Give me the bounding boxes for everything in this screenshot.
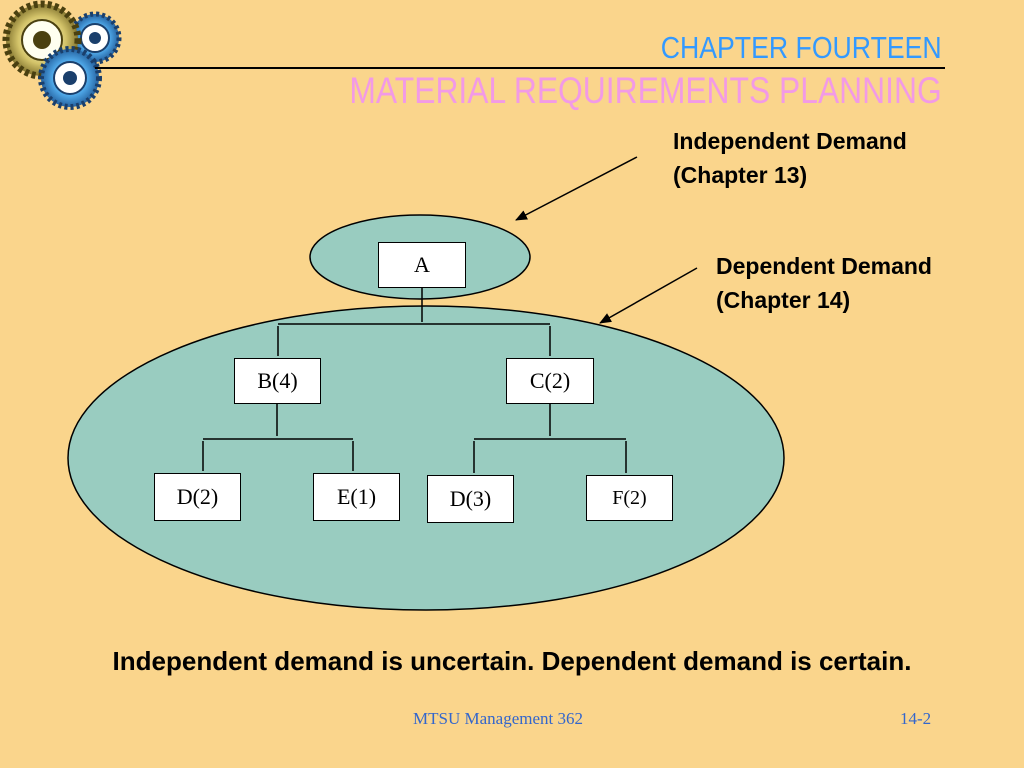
independent-demand-chapter: (Chapter 13) xyxy=(673,162,808,188)
node-d-under-b: D(2) xyxy=(154,473,241,521)
slide-subtitle: MATERIAL REQUIREMENTS PLANNING xyxy=(349,70,942,111)
title-underline xyxy=(95,67,945,69)
gears-icon xyxy=(2,0,122,110)
node-b: B(4) xyxy=(234,358,321,404)
node-f: F(2) xyxy=(586,475,673,521)
dependent-demand-title: Dependent Demand xyxy=(716,253,932,279)
tree-connectors xyxy=(202,288,627,473)
dependent-demand-label: Dependent Demand (Chapter 14) xyxy=(716,249,932,317)
node-c: C(2) xyxy=(506,358,594,404)
conclusion-text: Independent demand is uncertain. Depende… xyxy=(112,646,912,676)
node-a: A xyxy=(378,242,466,288)
independent-demand-label: Independent Demand (Chapter 13) xyxy=(673,124,907,192)
dependent-demand-ellipse xyxy=(67,305,785,611)
node-e: E(1) xyxy=(313,473,400,521)
dependent-demand-arrow xyxy=(599,267,698,324)
dependent-demand-chapter: (Chapter 14) xyxy=(716,287,851,313)
footer-slide-number: 14-2 xyxy=(900,709,932,728)
chapter-title: CHAPTER FOURTEEN xyxy=(661,30,942,65)
footer-course: MTSU Management 362 xyxy=(413,709,583,728)
node-d-under-c: D(3) xyxy=(427,475,514,523)
independent-demand-arrow xyxy=(515,156,638,221)
independent-demand-title: Independent Demand xyxy=(673,128,907,154)
